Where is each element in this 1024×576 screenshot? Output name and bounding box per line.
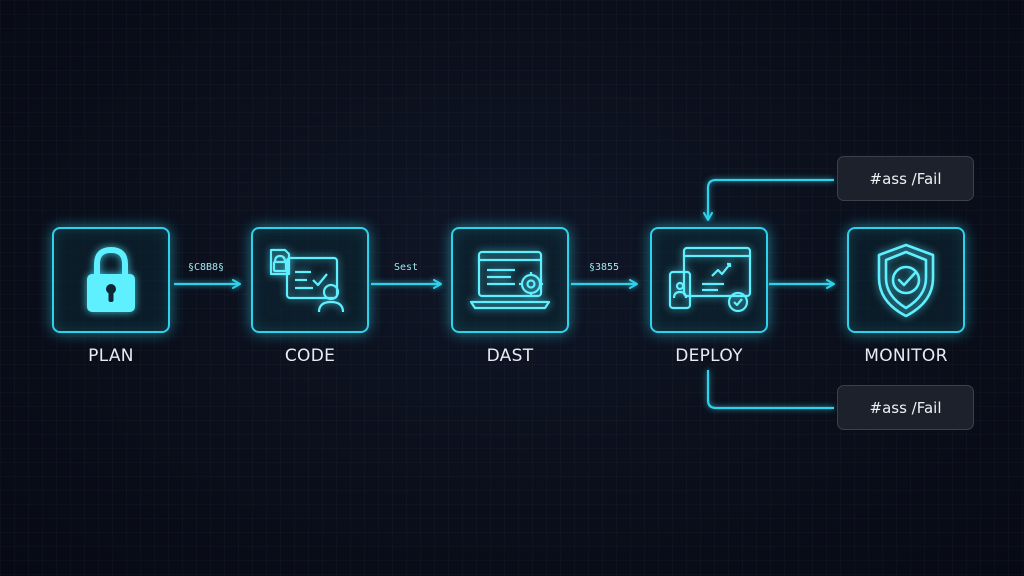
code-review-icon (269, 248, 345, 313)
stage-deploy-node[interactable] (650, 227, 768, 333)
result-box-bottom[interactable]: #ass /Fail (837, 385, 974, 430)
stage-label-monitor: MONITOR (864, 346, 948, 366)
feedback-line-bottom (706, 370, 834, 410)
deploy-dashboard-icon (668, 246, 752, 313)
stage-dast-node[interactable] (451, 227, 569, 333)
result-box-top[interactable]: #ass /Fail (837, 156, 974, 201)
stage-label-deploy: DEPLOY (675, 346, 743, 366)
stage-code-node[interactable] (251, 227, 369, 333)
edge-label-code-dast: Sest (393, 262, 419, 273)
shield-check-icon (877, 243, 935, 318)
stage-label-code: CODE (284, 346, 336, 366)
stage-monitor-node[interactable] (847, 227, 965, 333)
edge-label-dast-deploy: §3855 (588, 262, 620, 273)
stage-plan-node[interactable] (52, 227, 170, 333)
feedback-arrow-top (703, 178, 834, 221)
padlock-icon (87, 246, 135, 312)
laptop-scan-icon (469, 250, 551, 310)
edge-label-plan-code: §C8B8§ (187, 262, 225, 273)
stage-label-plan: PLAN (88, 346, 134, 366)
stage-label-dast: DAST (486, 346, 534, 366)
